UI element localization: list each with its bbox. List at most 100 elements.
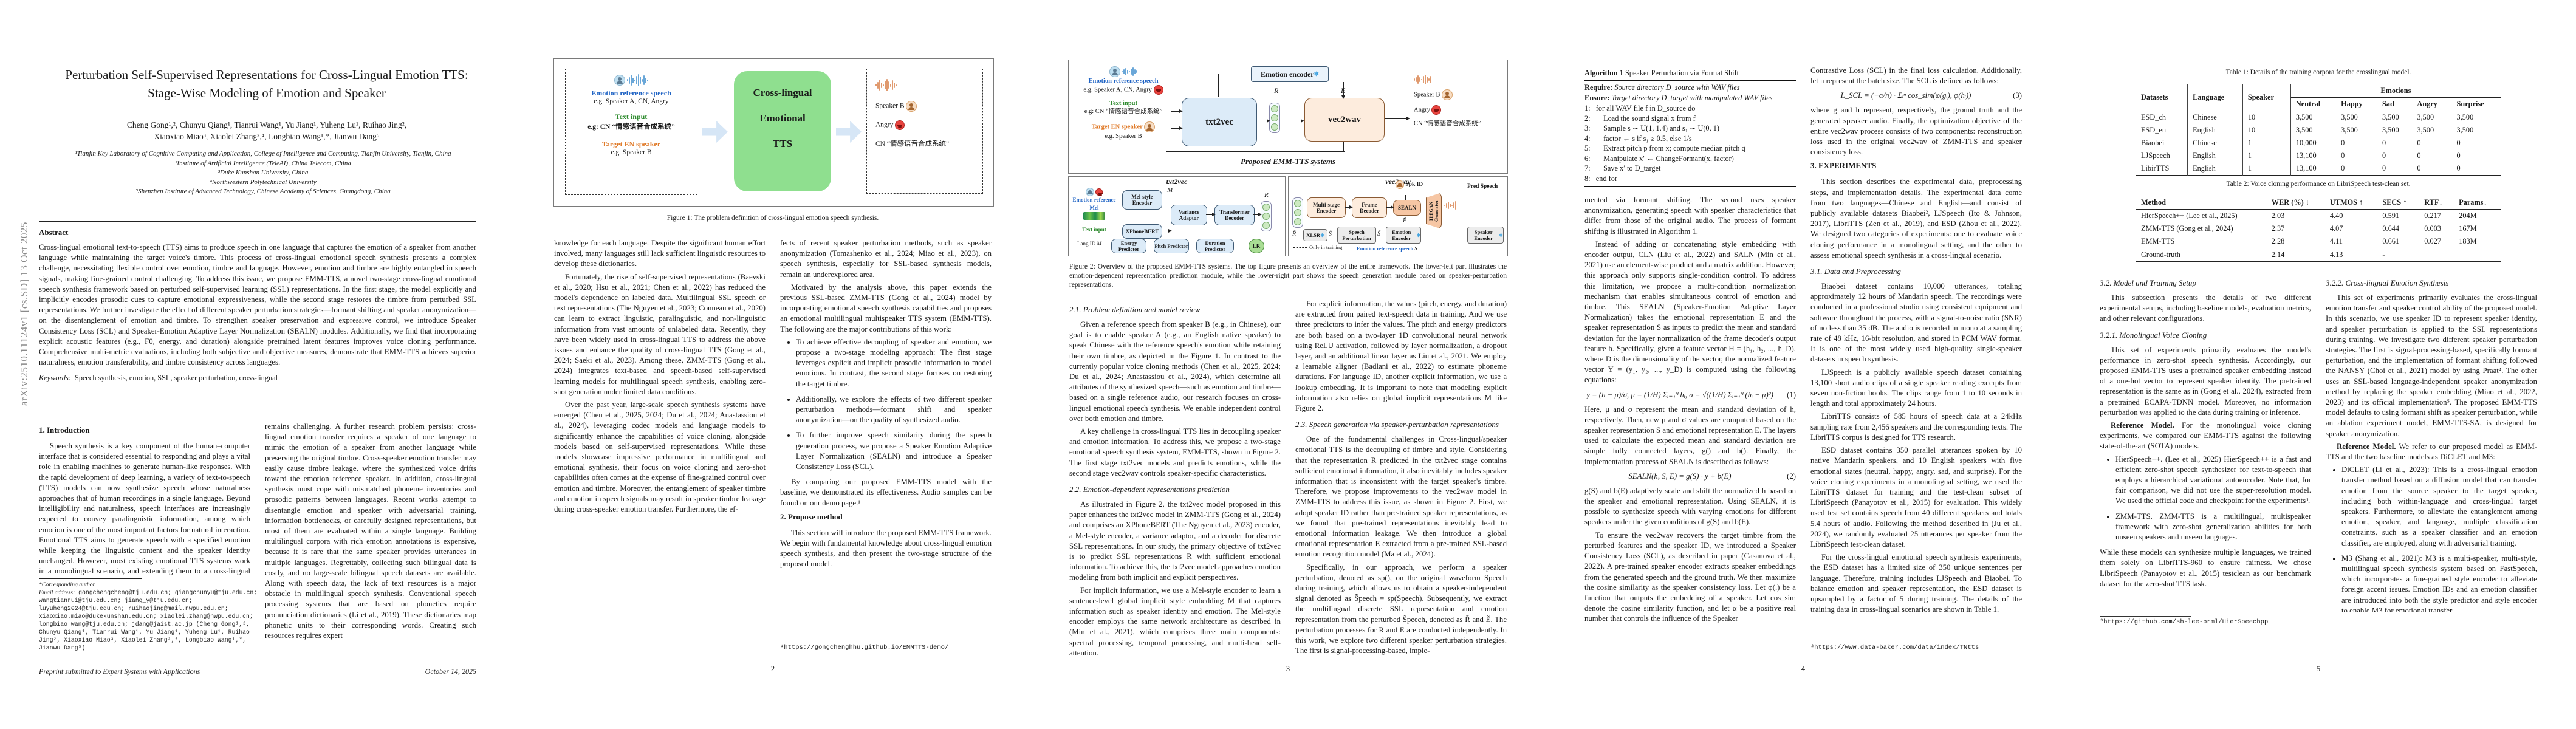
algorithm-title: Algorithm 1 Speaker Perturbation via For…: [1584, 66, 1796, 81]
baseline-item: ZMM-TTS. ZMM-TTS is a multilingual, mult…: [2115, 512, 2311, 543]
footnote-url[interactable]: ¹https://gongchenghhu.github.io/EMMTTS-d…: [780, 644, 949, 651]
arrow: [1391, 205, 1394, 209]
figure1-caption: Figure 1: The problem definition of cros…: [666, 214, 879, 222]
arrow: [1179, 109, 1183, 113]
body-paragraph: mented via formant shifting. The second …: [1584, 196, 1796, 236]
table-cell: 3,500: [2456, 113, 2474, 122]
table-cell: ESD_ch: [2136, 111, 2188, 124]
body-paragraph: For explicit information, the values (pi…: [1295, 299, 1507, 413]
table-cell: 4.40: [2329, 211, 2343, 220]
speech-perturbation-box: Speech Perturbation: [1337, 227, 1376, 244]
figure2-top-caption: Proposed EMM-TTS systems: [1241, 157, 1335, 166]
page4-column-left: Algorithm 1 Speaker Perturbation via For…: [1584, 66, 1796, 659]
section-heading-2-3: 2.3. Speech generation via speaker-pertu…: [1295, 420, 1499, 430]
equation-number: (2): [1787, 471, 1796, 481]
xphonebert-box: XPhoneBERT: [1122, 224, 1162, 239]
footnote-url[interactable]: ³https://github.com/sh-lee-prml/HierSpee…: [2100, 618, 2269, 626]
corresponding-author-note: *Corresponding author: [39, 581, 95, 588]
algorithm-ensure: Ensure: Target directory D_target with m…: [1584, 94, 1773, 102]
reference-model-label: Reference Model.: [2111, 421, 2174, 430]
body-paragraph: Fortunately, the rise of self-supervised…: [554, 272, 766, 396]
arrow: [1406, 117, 1410, 120]
table-cell: 0: [2417, 139, 2421, 147]
author-line: Xiaoxiao Miao³, Xiaolei Zhang²,⁴, Longbi…: [154, 132, 380, 141]
column-header: Params↓: [2454, 196, 2501, 210]
affiliation: ¹Tianjin Key Laboratory of Cognitive Com…: [75, 150, 451, 157]
emotion-reference-example: e.g. Speaker A, CN, Angry: [594, 98, 669, 105]
txt2vec-panel-title: txt2vec: [1166, 177, 1188, 186]
contribution-item: Additionally, we explore the effects of …: [796, 394, 992, 426]
figure2-output-stack: Speaker B Angry CN “情感语音合成系统”: [1414, 75, 1505, 128]
figure1-output-box: Speaker B Angry CN “情感语音合成系统”: [866, 69, 983, 194]
body-paragraph: To ensure the vec2wav recovers the targe…: [1584, 530, 1796, 623]
arrow: [1345, 207, 1352, 208]
figure1-input-waveform: [566, 74, 697, 86]
r-label: R: [1274, 86, 1279, 95]
keywords-label: Keywords:: [39, 374, 71, 383]
table-cell: 183M: [2459, 237, 2477, 245]
equation-body: y = (h − μ)/σ, μ = (1/H) Σᵢ₌₁ᴴ hᵢ, σ = √…: [1586, 390, 1773, 399]
contribution-list: To achieve effective decoupling of speak…: [780, 337, 992, 472]
waveform-icon-wrap: [1444, 201, 1456, 210]
s-tilde-label: S̃: [1329, 231, 1332, 238]
table-cell: 0.661: [2382, 237, 2400, 245]
table-cell: 3,500: [2295, 126, 2313, 134]
page-number: 4: [1801, 665, 1806, 673]
angry-face-icon: [895, 120, 905, 130]
table-cell: 3,500: [2295, 113, 2313, 122]
arrow: [1341, 95, 1345, 99]
output-speaker-label: Speaker B: [875, 102, 905, 110]
affiliation: ²Institute of Artificial Intelligence (T…: [175, 159, 351, 167]
equation-body: L_SCL = (−α/n) · Σᵢⁿ cos_sim(φ(gᵢ), φ(hᵢ…: [1840, 91, 1971, 100]
page3-column-right: For explicit information, the values (pi…: [1295, 299, 1507, 659]
body-paragraph: ESD dataset contains 350 parallel uttera…: [1810, 446, 2022, 549]
angry-face-icon: [1153, 85, 1163, 95]
table2-caption: Table 2: Voice cloning performance on Li…: [2226, 180, 2411, 188]
author-footnote: *Corresponding author Email address: gon…: [39, 578, 258, 652]
algorithm-line: 6: Manipulate x′ ← ChangeFormant(x, fact…: [1584, 154, 1734, 163]
figure-1: Emotion reference speech e.g. Speaker A,…: [553, 58, 994, 207]
section-heading-2-2: 2.2. Emotion-dependent representations p…: [1069, 485, 1230, 495]
girl-avatar-icon: [1396, 180, 1404, 189]
text-input-value: e.g: CN “情感语音合成系统”: [1084, 108, 1163, 115]
arrow: [1171, 128, 1180, 129]
output-emotion-row: Angry: [875, 120, 982, 130]
table-cell: English: [2187, 162, 2243, 176]
figure2-vec2wav-panel: vec2wav Spk ID Pred Speech Multi-stage E…: [1288, 176, 1508, 256]
table-cell: 0: [2456, 164, 2461, 173]
section-heading-introduction: 1. Introduction: [39, 425, 90, 434]
baseline-item: DiCLET (Li et al., 2023): This is a cros…: [2341, 465, 2537, 549]
page1-column-right: remains challenging. A further research …: [265, 422, 476, 662]
waveform-icon: [1122, 67, 1138, 76]
txt2vec-inputs: Emotion reference Mel Text input: [1071, 188, 1117, 234]
arrow: [1212, 213, 1216, 216]
body-paragraph: For the cross-lingual emotional speech s…: [1810, 553, 2022, 614]
pred-speech-label: Pred Speech: [1467, 183, 1498, 190]
column-header: Language: [2187, 84, 2243, 111]
text-input-label: Text input: [615, 112, 648, 121]
arrow-right-icon: [836, 121, 862, 143]
arrow-right-icon: [702, 121, 728, 143]
emotion-reference-example: e.g. Speaker A, CN, Angry: [1075, 85, 1172, 95]
section-heading-method: 2. Propose method: [780, 512, 843, 521]
paper-title: Perturbation Self-Supervised Representat…: [43, 66, 491, 102]
table-cell: 0: [2456, 151, 2461, 160]
footnote-url[interactable]: ²https://www.data-baker.com/data/index/T…: [1810, 644, 1979, 651]
table-cell: 10: [2242, 111, 2291, 124]
reference-model-text: We refer to our proposed model as EMM-TT…: [2326, 442, 2537, 462]
equation-number: (3): [2013, 91, 2022, 100]
arrow: [1257, 121, 1268, 122]
affiliation: ⁴Northwestern Polytechnical University: [210, 178, 317, 186]
s-label: S: [1414, 245, 1418, 252]
page5-column-left: 3.2. Model and Training Setup This subse…: [2100, 272, 2311, 612]
table1-caption: Table 1: Details of the training corpora…: [2225, 69, 2411, 76]
arrow: [1166, 151, 1345, 152]
body-paragraph: Given a reference speech from speaker B …: [1069, 320, 1281, 423]
table-row: Ground-truth 2.14 4.13 -: [2136, 248, 2501, 262]
target-speaker-value: e.g. Speaker B: [1105, 133, 1142, 140]
column-header: SECS ↑: [2377, 196, 2420, 210]
arrow: [1168, 229, 1172, 233]
